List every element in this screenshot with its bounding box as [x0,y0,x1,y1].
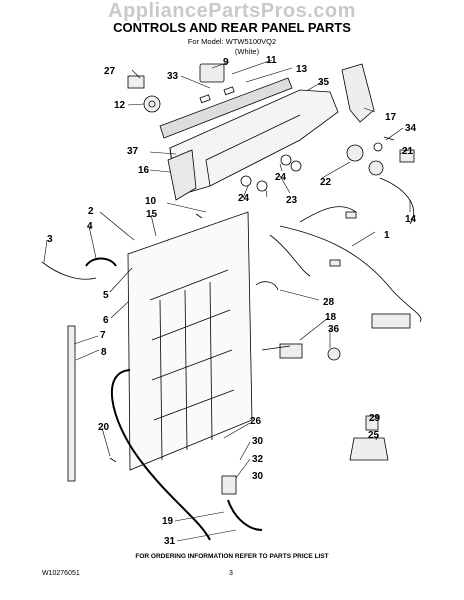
rear-panel [127,211,253,471]
document-code: W10276051 [42,570,80,577]
console-endcap [167,149,197,201]
callout-27: 27 [104,66,116,77]
callout-15: 15 [146,209,158,220]
color-line: (White) [234,47,260,56]
callout-10: 10 [145,196,157,207]
callout-11: 11 [266,55,277,66]
callout-28: 28 [323,297,335,308]
callout-3: 3 [47,234,53,245]
callout-12: 12 [114,100,126,111]
callout-9: 9 [223,57,229,68]
ordering-note: FOR ORDERING INFORMATION REFER TO PARTS … [135,553,329,560]
callout-24a: 24 [275,172,287,183]
callout-2: 2 [88,206,94,217]
callout-4: 4 [87,221,93,232]
console-bracket [341,63,375,123]
console-rear-panel [159,77,293,139]
callout-labels: 1 2 3 4 5 6 7 8 9 10 11 12 13 14 15 16 1… [47,55,417,547]
callout-25: 25 [368,430,380,441]
callout-18: 18 [325,312,337,323]
callout-17: 17 [385,112,397,123]
callout-24b: 24 [238,193,250,204]
callout-26: 26 [250,416,262,427]
side-trim [67,325,76,482]
callout-30a: 30 [252,436,264,447]
callout-23: 23 [286,195,298,206]
callout-31: 31 [164,536,176,547]
callout-14: 14 [405,214,417,225]
callout-22: 22 [320,177,332,188]
callout-20: 20 [98,422,110,433]
watermark: AppliancePartsPros.com [108,0,356,22]
model-line: For Model: WTW5100VQ2 [187,37,277,46]
callout-8: 8 [101,347,107,358]
callout-6: 6 [103,315,109,326]
callout-7: 7 [100,330,106,341]
cord-clamp [85,257,117,267]
callout-29: 29 [369,413,381,424]
page-number: 3 [229,570,233,577]
callout-19: 19 [162,516,174,527]
knob [143,95,161,113]
callout-37: 37 [127,146,139,157]
switch [127,75,145,89]
callout-32: 32 [252,454,264,465]
timer [199,63,225,83]
callout-16: 16 [138,165,150,176]
callout-35: 35 [318,77,330,88]
power-cord [41,261,97,280]
callout-21: 21 [402,146,414,157]
callout-5: 5 [103,290,109,301]
callout-30b: 30 [252,471,264,482]
drain-hose [110,369,211,541]
callout-34: 34 [405,123,417,134]
callout-36: 36 [328,324,340,335]
callout-13: 13 [296,64,308,75]
callout-33: 33 [167,71,179,82]
page-title: CONTROLS AND REAR PANEL PARTS [113,20,351,35]
callout-1: 1 [384,230,390,241]
